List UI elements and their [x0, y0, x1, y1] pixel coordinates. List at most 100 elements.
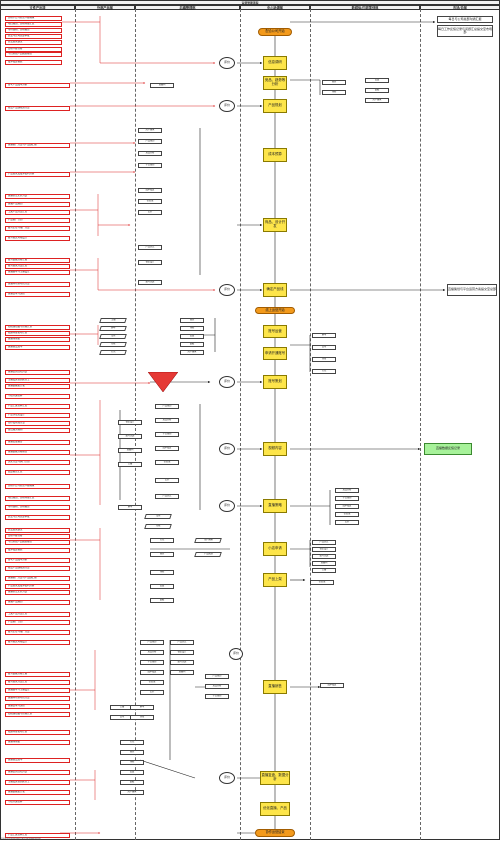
process-box: 直播间	[150, 83, 174, 88]
process-box: 复盘	[180, 334, 204, 339]
process-box: 账号包装	[312, 554, 336, 559]
process-box: 直播间	[118, 448, 142, 453]
process-box: 场景	[312, 357, 336, 362]
document-item: 小店开通资料	[5, 394, 70, 399]
document-item: 市场调研、分析报告	[5, 28, 62, 33]
hq-feedback-note: 每日工作反馈记录与问题汇总提交至市场部	[437, 25, 493, 37]
process-box: 产品规划	[138, 139, 162, 144]
document-item: 上架产品方案汇总	[5, 210, 70, 215]
process-box: 主播	[99, 318, 127, 323]
step-shop-apply: 小店申请	[263, 542, 287, 556]
process-box: 视觉设计	[312, 547, 336, 552]
step-research: 信息调研	[263, 56, 287, 70]
document-item: 提交运营建议	[5, 528, 70, 533]
process-box: 数据	[365, 88, 389, 93]
document-item: 新品产品线规划方案	[5, 106, 70, 111]
process-box: 场景	[130, 715, 154, 720]
process-box: 成本核算	[155, 446, 179, 451]
document-item: 库存及物流方案	[5, 421, 70, 426]
lane-header-external: 外部产品部	[75, 5, 135, 10]
document-item: 提交与公司总部审批	[5, 34, 62, 39]
process-box: 话术	[144, 514, 172, 519]
lane-header-backend: 后端管理部	[135, 5, 240, 10]
process-box: 复盘	[365, 78, 389, 83]
review-node: 评价	[219, 284, 235, 296]
process-box: 产品卖点	[155, 494, 179, 499]
process-box: 账号包装	[118, 434, 142, 439]
process-box: 账号包装	[170, 660, 194, 665]
step-open-account: 申请开通账号	[263, 347, 287, 360]
lane-divider	[420, 9, 421, 840]
review-node: 评价	[219, 443, 235, 455]
review-node: 评价	[229, 648, 243, 660]
process-box: 用户画像	[120, 790, 144, 795]
process-box: 复盘	[120, 770, 144, 775]
document-item: 参考产品成本分析	[5, 83, 70, 88]
document-item: 产品推广计划	[5, 620, 70, 625]
document-item: 直播推广方案与产品线汇报	[5, 576, 70, 581]
document-item: 优化方案与执行计划	[5, 460, 70, 465]
process-box: 定价	[140, 690, 164, 695]
process-box: 数据	[180, 342, 204, 347]
process-box: 道具	[150, 552, 174, 557]
process-box: 灯光	[99, 350, 127, 355]
document-item: 提交与公司总部审批	[5, 515, 70, 520]
document-item: 账号数据分析汇报	[5, 258, 70, 263]
process-box: 产品规划	[140, 640, 164, 645]
document-item: 直播排期表	[5, 740, 70, 745]
document-item: 直播话术与流程	[5, 292, 70, 297]
process-box: 复盘	[150, 584, 174, 589]
process-box: 话术	[312, 345, 336, 350]
step-analysis: 竞品、趋势等分析	[263, 76, 287, 90]
document-item: 直播促销活动方案	[5, 370, 70, 375]
process-box: 脚本	[312, 333, 336, 338]
document-item: 平台对应产品规划报告	[5, 52, 62, 57]
process-box: 定价	[155, 478, 179, 483]
process-box: 用户画像	[365, 98, 389, 103]
process-box: 定价	[335, 520, 359, 525]
review-node: 评价	[219, 100, 235, 112]
process-box: 供应链	[310, 580, 334, 585]
process-box: 直播间	[312, 561, 336, 566]
document-item: 直播推广方案与产品线汇报	[5, 143, 70, 148]
step-product-line: 确定产品线	[263, 283, 287, 297]
process-box: 竞品分析	[155, 418, 179, 423]
process-box: 道具	[322, 80, 346, 85]
document-item: 直播复盘报告	[5, 440, 70, 445]
review-node: 评价	[219, 500, 235, 512]
document-item: 产品详情页设计	[5, 413, 70, 418]
document-item: 结案报告汇总	[5, 470, 70, 475]
process-box: 排期	[322, 90, 346, 95]
process-box: 数据	[120, 780, 144, 785]
document-item: 产品上架资料汇总	[5, 404, 70, 409]
document-item: 账号运营方案汇总	[5, 680, 70, 685]
process-box: 直播间	[170, 670, 194, 675]
process-box: 供应链	[140, 680, 164, 685]
source-note: cooking-lifestyle-merchandise(2021)	[1, 837, 42, 841]
document-item: 主播及运营团队分工	[5, 378, 70, 383]
document-item: 成本核算报表	[5, 548, 70, 553]
process-box: 竞品分析	[335, 488, 359, 493]
lane-divider	[240, 9, 241, 840]
process-box: 视觉设计	[118, 420, 142, 425]
process-box: 产品规划	[205, 674, 229, 679]
process-box: 供应链	[138, 199, 162, 204]
step-review: 直播复盘、数据分析	[260, 771, 290, 785]
document-item: 新品产品线规划方案	[5, 566, 70, 571]
step-video-content: 视频内容	[263, 442, 287, 456]
document-item: 短视频拍摄与剪辑计划	[5, 712, 70, 717]
document-item: 直播脚本与主播设定	[5, 270, 70, 275]
process-box: 排期	[150, 570, 174, 575]
process-box: 用户画像	[194, 538, 222, 543]
process-box: 话术	[99, 334, 127, 339]
process-box: 主播	[118, 462, 142, 467]
review-node: 评价	[219, 772, 235, 784]
step-optimize: 优化直播、产品	[260, 802, 290, 816]
document-item: 产品上架资料汇总	[5, 833, 70, 838]
document-item: 产品运营及成本盈利分析	[5, 584, 70, 589]
document-item: 分析平台与对应人群画像	[5, 16, 62, 21]
process-box: 供应链	[335, 512, 359, 517]
document-item: 直播间场景布置方案	[5, 282, 70, 287]
process-box: 平台规则	[205, 694, 229, 699]
